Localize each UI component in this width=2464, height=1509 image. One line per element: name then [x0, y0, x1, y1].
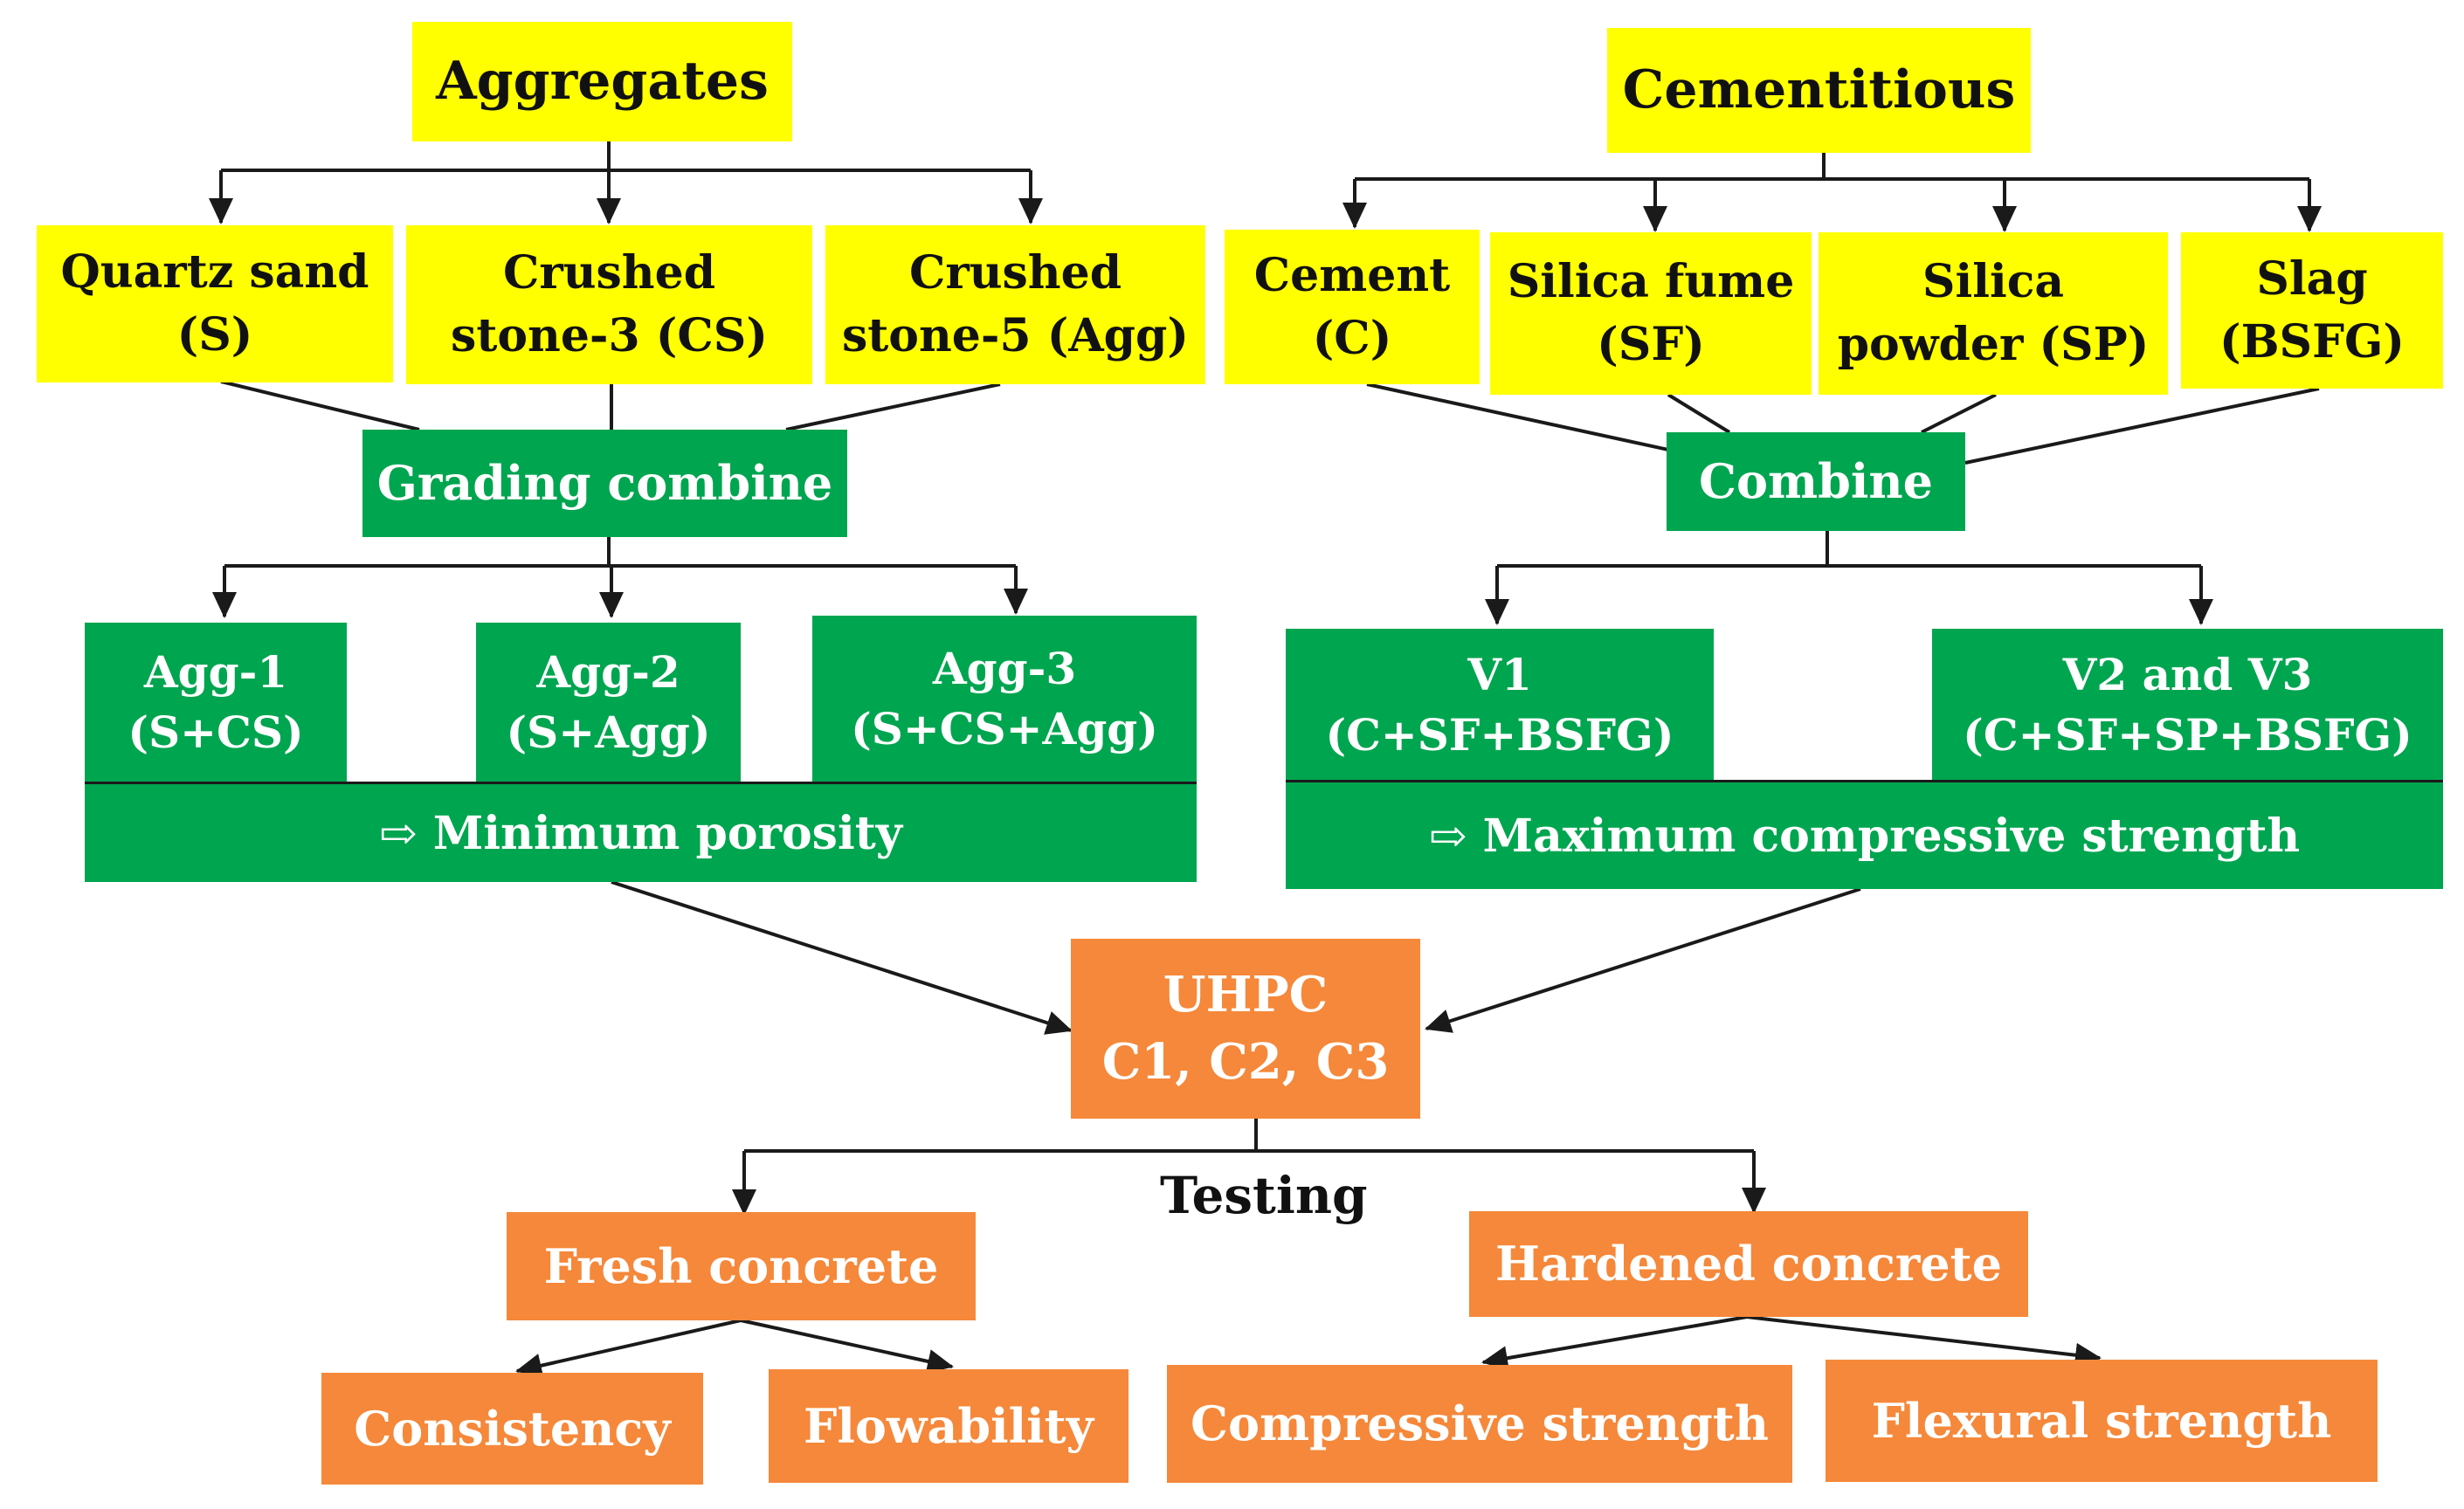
- consistency-box: Consistency: [321, 1373, 703, 1485]
- slag-line2: (BSFG): [2219, 314, 2405, 369]
- quartz-sand-line2: (S): [176, 308, 253, 362]
- crushed-stone-5-box: Crushed stone-5 (Agg): [825, 225, 1205, 384]
- maximum-compressive-strength-label: ⇨ Maximum compressive strength: [1428, 809, 2301, 863]
- combine-label: Combine: [1698, 453, 1934, 510]
- v2-v3-line2: (C+SF+SP+BSFG): [1963, 708, 2412, 761]
- aggregates-title: Aggregates: [436, 51, 769, 113]
- quartz-sand-line1: Quartz sand: [60, 245, 369, 300]
- consistency-label: Consistency: [354, 1400, 671, 1457]
- cementitious-title-box: Cementitious: [1607, 28, 2031, 153]
- silica-fume-line2: (SF): [1597, 318, 1705, 371]
- v1-box: V1 (C+SF+BSFG): [1286, 629, 1714, 780]
- uhpc-box: UHPC C1, C2, C3: [1071, 939, 1420, 1119]
- uhpc-line2: C1, C2, C3: [1101, 1033, 1390, 1091]
- agg-3-line1: Agg-3: [932, 643, 1077, 694]
- flexural-strength-box: Flexural strength: [1826, 1360, 2378, 1482]
- silica-fume-box: Silica fume (SF): [1490, 232, 1812, 395]
- silica-powder-line2: powder (SP): [1837, 318, 2150, 371]
- v1-line1: V1: [1467, 648, 1532, 700]
- compressive-strength-label: Compressive strength: [1191, 1395, 1769, 1452]
- agg-1-line1: Agg-1: [143, 646, 288, 698]
- v2-v3-line1: V2 and V3: [2062, 648, 2313, 700]
- cementitious-title: Cementitious: [1622, 59, 2016, 121]
- minimum-porosity-label: ⇨ Minimum porosity: [379, 806, 902, 860]
- grading-combine-label: Grading combine: [376, 455, 833, 512]
- agg-3-line2: (S+CS+Agg): [851, 703, 1158, 754]
- crushed-stone-3-line2: stone-3 (CS): [451, 309, 768, 362]
- slag-box: Slag (BSFG): [2181, 232, 2443, 389]
- hardened-concrete-box: Hardened concrete: [1469, 1211, 2028, 1317]
- combine-box: Combine: [1667, 432, 1965, 531]
- compressive-strength-box: Compressive strength: [1167, 1365, 1792, 1483]
- grading-combine-box: Grading combine: [362, 430, 847, 537]
- aggregates-title-box: Aggregates: [412, 22, 792, 141]
- crushed-stone-5-line1: Crushed: [908, 246, 1122, 300]
- uhpc-line1: UHPC: [1163, 965, 1329, 1023]
- cement-line2: (C): [1312, 311, 1392, 365]
- binder-results-band: ⇨ Maximum compressive strength: [1286, 780, 2443, 889]
- fresh-concrete-label: Fresh concrete: [543, 1237, 939, 1294]
- fresh-concrete-box: Fresh concrete: [507, 1212, 976, 1320]
- agg-2-line1: Agg-2: [536, 646, 680, 698]
- v2-v3-box: V2 and V3 (C+SF+SP+BSFG): [1932, 629, 2443, 780]
- agg-2-line2: (S+Agg): [506, 706, 711, 758]
- agg-3-box: Agg-3 (S+CS+Agg): [812, 616, 1197, 782]
- crushed-stone-5-line2: stone-5 (Agg): [841, 309, 1189, 362]
- crushed-stone-3-line1: Crushed: [502, 246, 716, 300]
- flowability-label: Flowability: [804, 1397, 1094, 1454]
- crushed-stone-3-box: Crushed stone-3 (CS): [406, 225, 812, 384]
- cement-line1: Cement: [1253, 248, 1451, 302]
- v1-line2: (C+SF+BSFG): [1325, 708, 1674, 761]
- silica-powder-box: Silica powder (SP): [1819, 232, 2168, 395]
- agg-1-line2: (S+CS): [128, 706, 304, 758]
- silica-fume-line1: Silica fume: [1507, 255, 1795, 309]
- quartz-sand-box: Quartz sand (S): [37, 225, 393, 382]
- agg-2-box: Agg-2 (S+Agg): [476, 623, 741, 782]
- aggregate-results-band: ⇨ Minimum porosity: [85, 782, 1197, 882]
- flexural-strength-label: Flexural strength: [1871, 1392, 2332, 1449]
- slag-line1: Slag: [2256, 252, 2368, 306]
- silica-powder-line1: Silica: [1922, 255, 2065, 309]
- hardened-concrete-label: Hardened concrete: [1495, 1236, 2002, 1292]
- cement-box: Cement (C): [1225, 230, 1480, 384]
- testing-label: Testing: [1151, 1166, 1377, 1225]
- flowability-box: Flowability: [769, 1369, 1128, 1483]
- agg-1-box: Agg-1 (S+CS): [85, 623, 347, 782]
